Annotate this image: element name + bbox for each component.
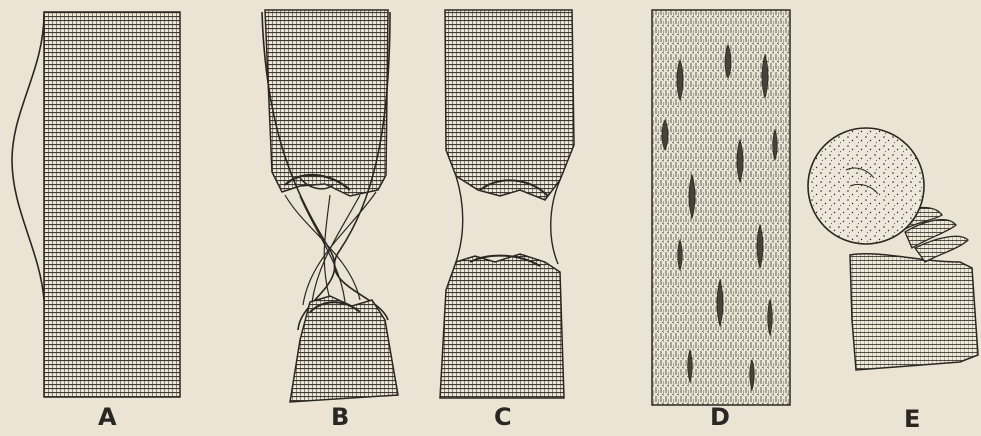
panel-c (440, 10, 574, 398)
panel-d (652, 10, 790, 405)
panel-e (808, 128, 978, 370)
panel-label-a: A (98, 403, 117, 431)
panel-label-d: D (710, 403, 730, 431)
panel-a (12, 12, 180, 397)
panel-label-e: E (904, 405, 920, 433)
panel-b (262, 10, 398, 402)
panel-label-c: C (494, 403, 512, 431)
panel-label-b: B (331, 403, 349, 431)
